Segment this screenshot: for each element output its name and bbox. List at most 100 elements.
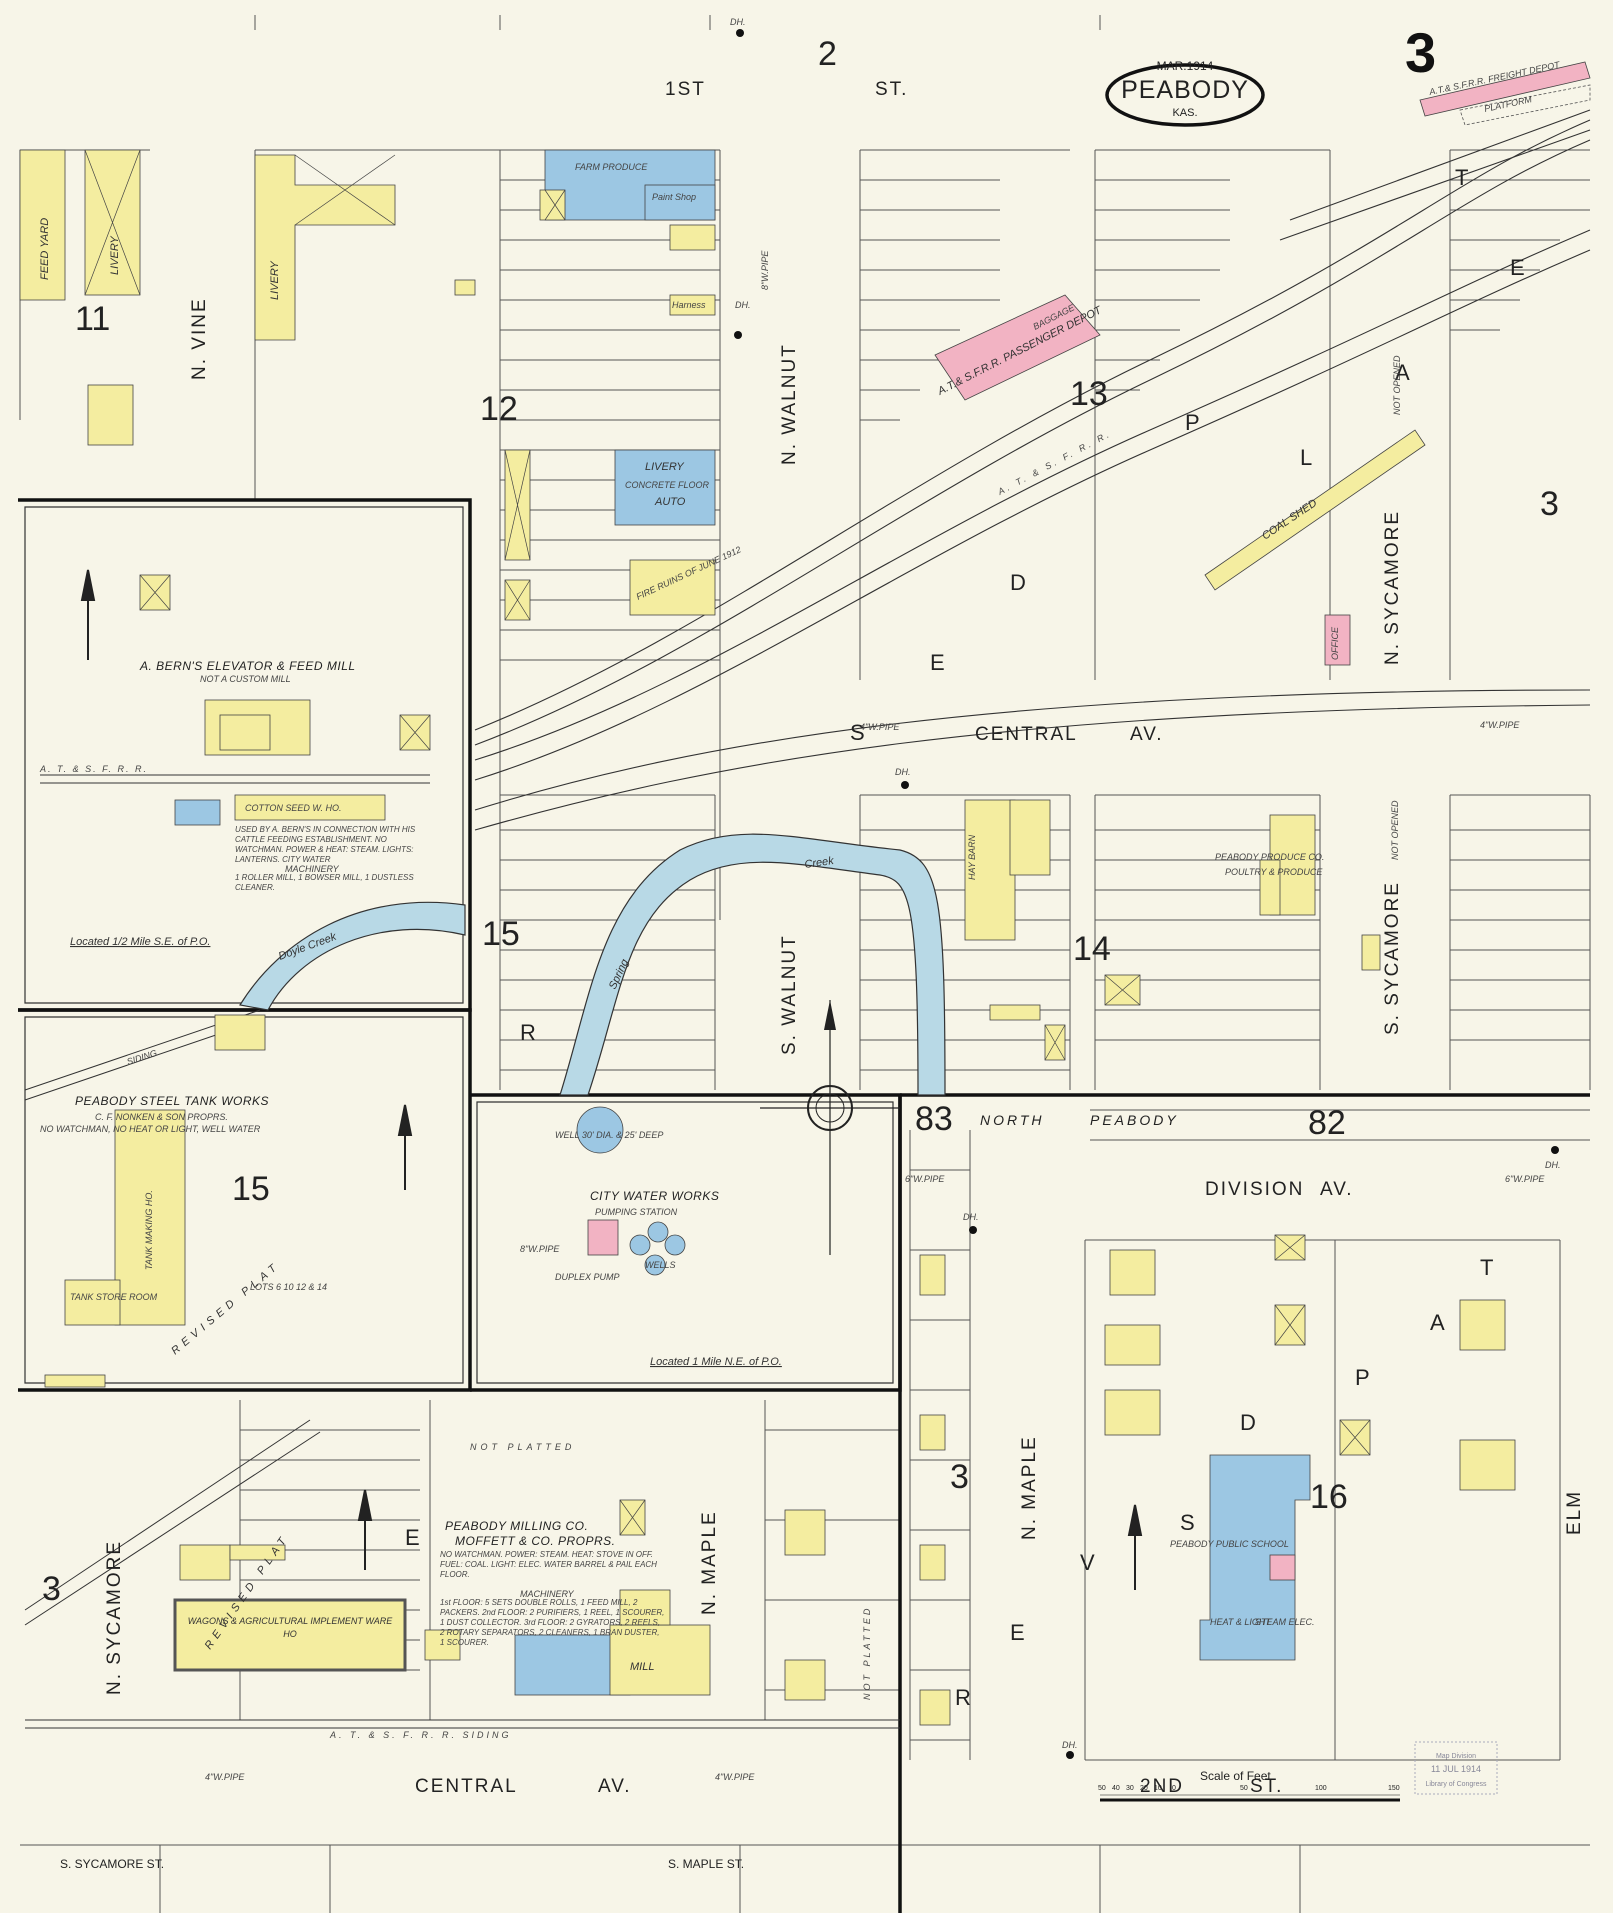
street-elm: ELM <box>1564 1490 1585 1535</box>
compass-rose <box>760 1000 900 1255</box>
passenger-depot <box>934 294 1101 401</box>
label-wagons: WAGONS & AGRICULTURAL IMPLEMENT WARE HO <box>187 1616 393 1639</box>
street-n-maple-83: N. MAPLE <box>1019 1435 1040 1540</box>
scale-bar: Scale of Feet. 50 40 30 20 10 0 50 100 1… <box>1098 1769 1400 1802</box>
flour-mill <box>609 1624 711 1696</box>
label-hay-barn: HAY BARN <box>967 834 977 880</box>
label-berns-notes-box: USED BY A. BERN'S IN CONNECTION WITH HIS… <box>235 825 415 864</box>
label-tank-making: TANK MAKING HO. <box>144 1190 154 1270</box>
corn-crib <box>424 1629 461 1661</box>
bern-engine-room <box>174 799 221 826</box>
label-berns-machinery-list: 1 ROLLER MILL, 1 BOWSER MILL, 1 DUSTLESS… <box>235 873 414 892</box>
label-heat-light: HEAT & LIGHT <box>1210 1617 1272 1627</box>
label-produce-co: PEABODY PRODUCE CO. <box>1215 852 1324 862</box>
street-2nd-suffix: ST. <box>1250 1776 1283 1797</box>
label-dh-3: DH. <box>730 17 746 27</box>
map-date: MAR.1914 <box>1157 59 1214 73</box>
label-dh-1: DH. <box>735 300 751 310</box>
label-school: PEABODY PUBLIC SCHOOL <box>1170 1539 1289 1549</box>
street-north: NORTH <box>980 1112 1045 1128</box>
scale-tick-8: 150 <box>1388 1785 1400 1792</box>
plat-letter-a2: A <box>1430 1310 1445 1335</box>
label-not-platted-2: NOT PLATTED <box>862 1606 872 1700</box>
plat-letter-s: S <box>850 720 865 745</box>
street-s-sycamore-st: S. SYCAMORE ST. <box>60 1857 164 1871</box>
label-tank-notes: NO WATCHMAN, NO HEAT OR LIGHT, WELL WATE… <box>40 1124 261 1134</box>
label-well: WELL 30' DIA. & 25' DEEP <box>555 1130 663 1140</box>
label-dh-2: DH. <box>895 767 911 777</box>
shed-12c <box>539 189 566 221</box>
building-11-small <box>87 384 134 446</box>
scale-tick-4: 10 <box>1154 1785 1162 1792</box>
label-dh-6: DH. <box>1062 1740 1078 1750</box>
label-auto: AUTO <box>654 496 686 508</box>
label-lots-6-14: LOTS 6 10 12 & 14 <box>250 1282 327 1292</box>
street-central-av-low: CENTRAL <box>415 1776 518 1797</box>
block-14: 14 <box>1073 930 1111 968</box>
tank-making-house <box>114 1109 186 1326</box>
inset-borders <box>18 498 1590 1913</box>
map-state: KAS. <box>1172 107 1197 119</box>
block-3-right: 3 <box>1540 485 1559 523</box>
plat-letter-t: T <box>1455 165 1468 190</box>
tank-store-room <box>64 1279 121 1326</box>
cotton-seed-small <box>179 1544 231 1581</box>
cotton-seed-warehouse <box>234 794 386 821</box>
label-wells: WELLS <box>645 1260 676 1270</box>
plat-letter-t2: T <box>1480 1255 1493 1280</box>
block-11: 11 <box>75 300 110 338</box>
label-pipe-6-div2: 6"W.PIPE <box>1505 1174 1545 1184</box>
label-pumping-station: PUMPING STATION <box>595 1207 678 1217</box>
block-83: 83 <box>915 1100 953 1138</box>
label-livery-12: LIVERY <box>645 461 684 473</box>
label-not-opened-s: NOT OPENED <box>1390 800 1400 860</box>
street-1st-suffix: ST. <box>875 79 908 100</box>
label-berns-elevator: A. BERN'S ELEVATOR & FEED MILL <box>139 659 356 673</box>
label-paint-shop: Paint Shop <box>652 192 696 202</box>
stamp-line2: 11 JUL 1914 <box>1431 1764 1481 1774</box>
label-milling-machinery: MACHINERY <box>520 1589 575 1599</box>
street-2nd: 2ND <box>1140 1776 1184 1797</box>
street-central-av-low-suffix: AV. <box>598 1776 631 1797</box>
street-division-av-suffix: AV. <box>1320 1179 1353 1200</box>
label-concrete-floor: CONCRETE FLOOR <box>625 480 710 490</box>
block-12: 12 <box>480 390 518 428</box>
livery-auto-garage <box>614 449 716 526</box>
wagons-warehouse <box>173 1598 407 1672</box>
plat-letter-p: P <box>1185 410 1200 435</box>
street-central-av-suffix: AV. <box>1130 724 1163 745</box>
label-feed-yard: FEED YARD <box>39 218 51 280</box>
block-82: 82 <box>1308 1104 1346 1142</box>
label-dh-5: DH. <box>963 1212 979 1222</box>
scale-tick-2: 30 <box>1126 1785 1134 1792</box>
public-school <box>1199 1454 1311 1661</box>
stamp-line3: Library of Congress <box>1425 1781 1487 1788</box>
label-pipe-4-central2: 4"W.PIPE <box>860 722 900 732</box>
label-not-custom-mill: NOT A CUSTOM MILL <box>200 674 291 684</box>
label-creek: Creek <box>804 855 835 871</box>
label-pipe-4-low: 4"W.PIPE <box>205 1772 245 1782</box>
label-water-works: CITY WATER WORKS <box>590 1189 719 1203</box>
label-milling-co: PEABODY MILLING CO. <box>445 1519 588 1533</box>
scale-tick-1: 40 <box>1112 1785 1120 1792</box>
label-dh-4: DH. <box>1545 1160 1561 1170</box>
label-atsf: A. T. & S. F. R. R. <box>39 764 148 774</box>
label-scale-of-feet: Scale of Feet. <box>1200 1769 1274 1783</box>
street-s-walnut: S. WALNUT <box>779 934 800 1055</box>
shed-siding <box>214 1014 266 1051</box>
block-15: 15 <box>482 915 520 953</box>
plat-letter-p2: P <box>1355 1365 1370 1390</box>
shed-12d <box>454 279 476 296</box>
hydrants <box>734 29 1559 1759</box>
office-12 <box>669 224 716 251</box>
feed-yard-building <box>19 149 66 301</box>
label-cotton-seed: COTTON SEED W. HO. <box>245 803 342 813</box>
label-not-platted: NOT PLATTED <box>470 1442 575 1452</box>
plat-letter-v: V <box>1080 1550 1095 1575</box>
railroad-tracks <box>474 109 1591 831</box>
label-mill: MILL <box>630 1661 654 1673</box>
well <box>576 1106 624 1154</box>
block-3-left: 3 <box>42 1570 61 1608</box>
label-steel-tank: PEABODY STEEL TANK WORKS <box>75 1094 269 1108</box>
label-tank-store: TANK STORE ROOM <box>70 1292 158 1302</box>
